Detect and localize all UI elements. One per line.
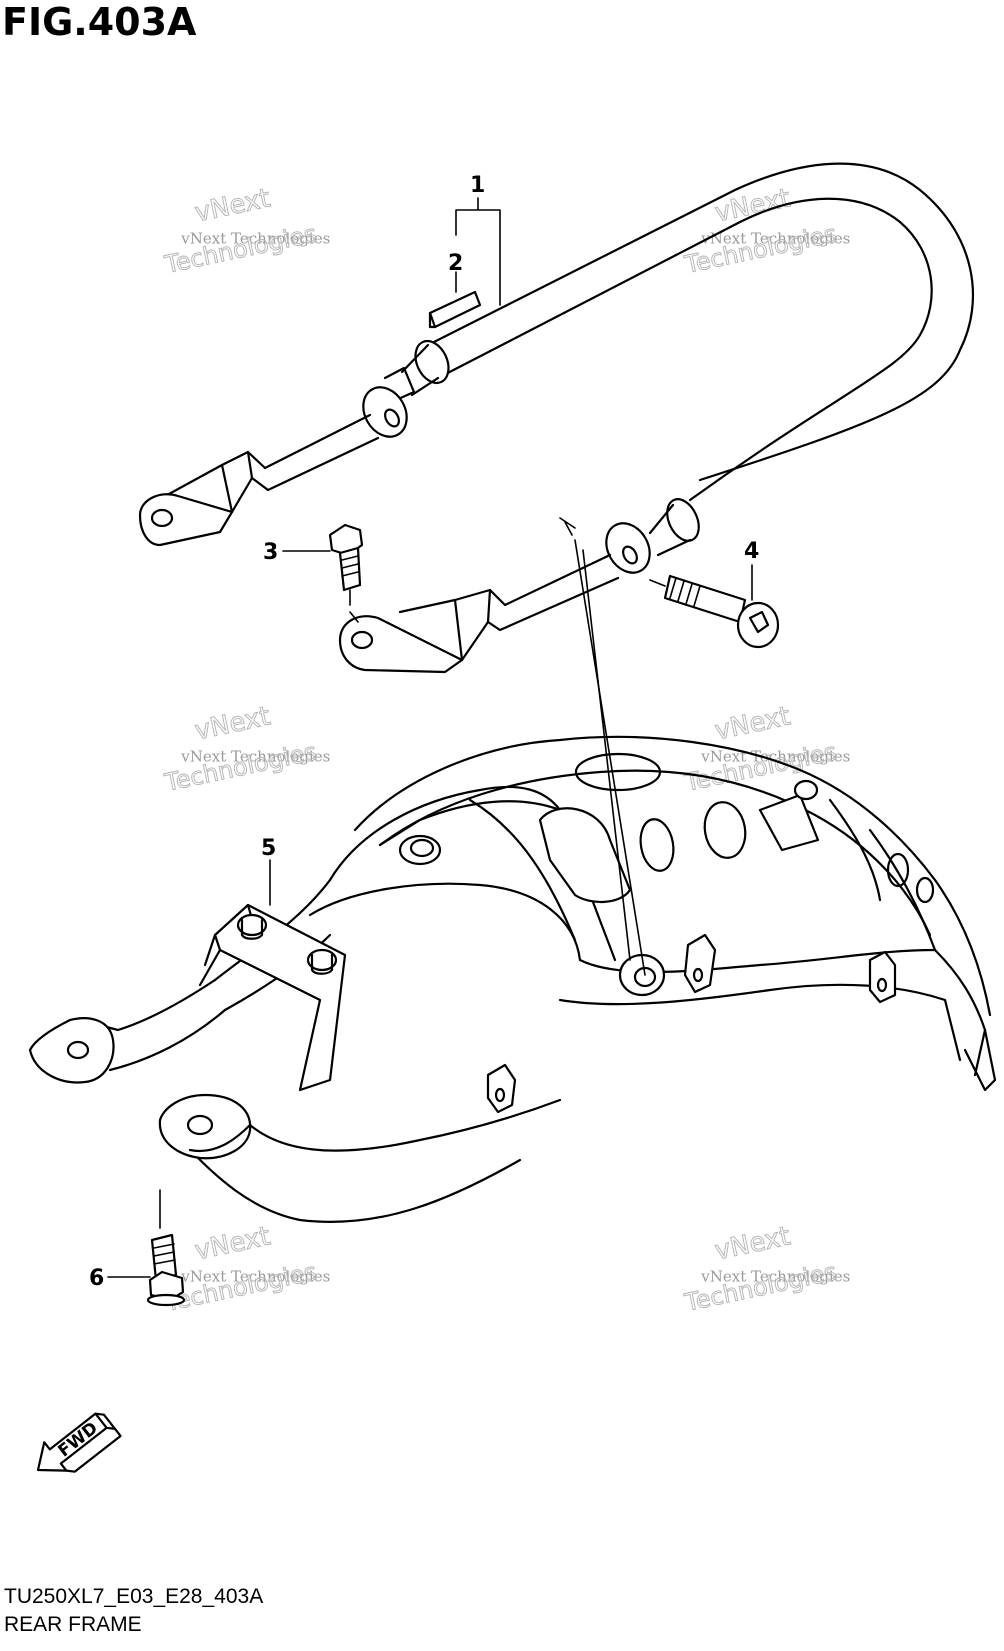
callout-leaders	[107, 197, 753, 1278]
watermark-group-6: vNext vNext Technologies Technologies	[681, 1221, 850, 1318]
figure-title: FIG.403A	[2, 0, 197, 44]
watermark-text: vNext Technologies	[180, 747, 330, 765]
callout-6: 6	[89, 1266, 104, 1291]
label-pad-part	[428, 290, 482, 329]
callout-5: 5	[261, 836, 276, 861]
watermark-technologies: Technologies	[162, 1257, 320, 1317]
grab-rail-part	[138, 162, 975, 674]
watermark-vnext: vNext	[192, 701, 273, 746]
watermark-vnext: vNext	[192, 1221, 273, 1266]
watermark-text: vNext Technologies	[180, 1267, 330, 1285]
figure-code: TU250XL7_E03_E28_403A	[4, 1585, 264, 1608]
rear-fender-part	[28, 521, 997, 1224]
watermark-text: vNext Technologies	[180, 229, 330, 247]
watermark-vnext: vNext	[192, 183, 273, 228]
watermark-text: vNext Technologies	[700, 747, 850, 765]
watermark-technologies: Technologies	[162, 219, 320, 279]
fwd-arrow: FWD	[36, 1412, 122, 1473]
watermark-vnext: vNext	[712, 701, 793, 746]
watermark-group-2: vNext vNext Technologies Technologies	[681, 183, 850, 280]
watermark-text: vNext Technologies	[700, 229, 850, 247]
bolt-part-4	[649, 574, 780, 649]
watermark-technologies: Technologies	[162, 737, 320, 797]
watermark-group-1: vNext vNext Technologies Technologies	[161, 183, 330, 280]
watermark-technologies: Technologies	[682, 1257, 840, 1317]
watermark-text: vNext Technologies	[700, 1267, 850, 1285]
watermark-technologies: Technologies	[682, 219, 840, 279]
watermark-vnext: vNext	[712, 1221, 793, 1266]
bolt-part-3	[328, 523, 364, 623]
bolt-part-6	[146, 1189, 186, 1307]
callout-3: 3	[263, 540, 278, 565]
watermark-group-3: vNext vNext Technologies Technologies	[161, 701, 330, 798]
figure-name: REAR FRAME	[4, 1613, 142, 1636]
callout-2: 2	[448, 251, 463, 276]
callout-1: 1	[470, 173, 485, 198]
callout-4: 4	[744, 539, 759, 564]
